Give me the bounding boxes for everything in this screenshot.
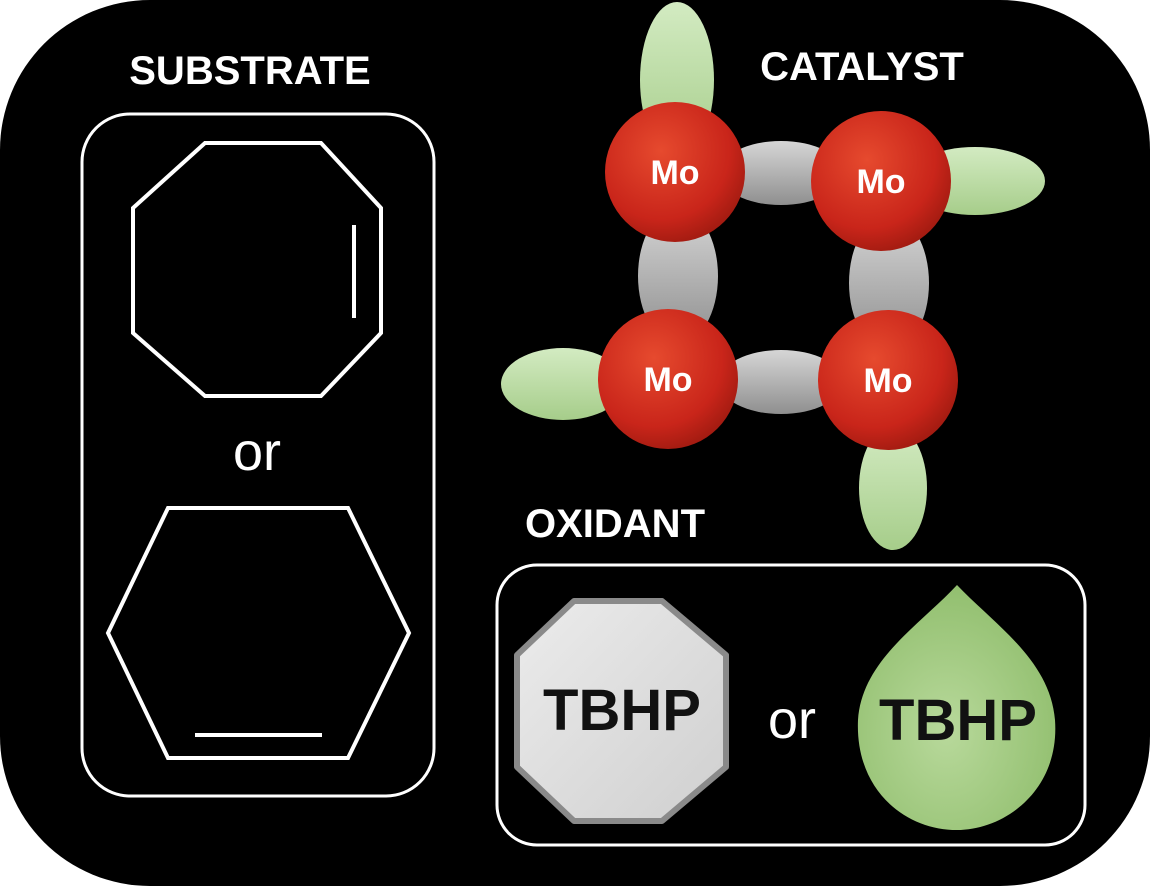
substrate-title: SUBSTRATE bbox=[129, 49, 370, 93]
mo-atom: Mo bbox=[811, 111, 951, 251]
oxidant-or-label: or bbox=[768, 690, 816, 750]
ligand-left bbox=[501, 348, 625, 420]
cyclooctene-structure-icon bbox=[131, 141, 383, 398]
ligand-bottom bbox=[859, 426, 927, 550]
bridge-bottom bbox=[719, 350, 843, 414]
svg-text:Mo: Mo bbox=[650, 154, 699, 192]
mo-atom: Mo bbox=[598, 309, 738, 449]
substrate-box bbox=[80, 112, 436, 798]
tbhp-solid-label: TBHP bbox=[543, 678, 701, 743]
substrate-or-label: or bbox=[233, 422, 281, 482]
svg-text:Mo: Mo bbox=[643, 361, 692, 399]
mo-atom: Mo bbox=[605, 102, 745, 242]
catalyst-title: CATALYST bbox=[760, 45, 964, 89]
cyclohexene-structure-icon bbox=[105, 506, 412, 760]
oxidant-box bbox=[495, 563, 1087, 847]
mo-atom: Mo bbox=[818, 310, 958, 450]
droplet-liquid-icon: TBHP bbox=[857, 585, 1056, 830]
octagon-solid-icon: TBHP bbox=[514, 598, 729, 824]
svg-text:Mo: Mo bbox=[856, 163, 905, 201]
svg-text:Mo: Mo bbox=[863, 362, 912, 400]
tbhp-liquid-label: TBHP bbox=[879, 688, 1037, 753]
oxidant-title: OXIDANT bbox=[525, 502, 705, 546]
